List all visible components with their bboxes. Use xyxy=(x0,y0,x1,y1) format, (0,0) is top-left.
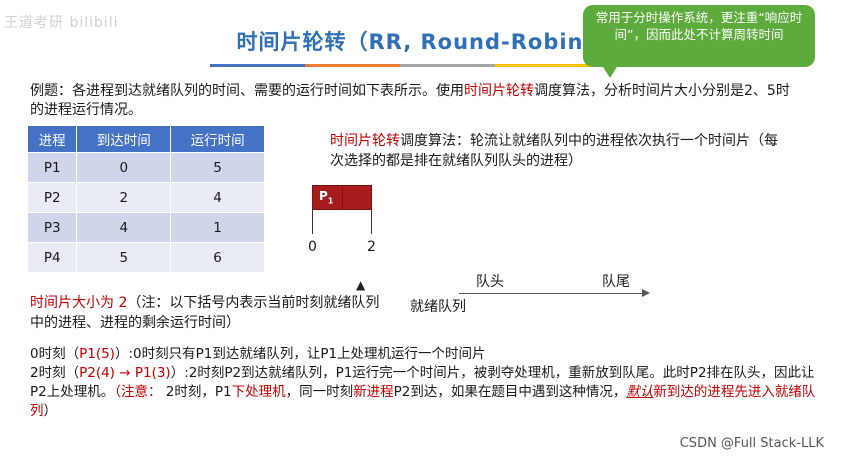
queue-head-label: 队头 xyxy=(476,274,504,290)
mouse-cursor-icon: ▲ xyxy=(356,278,366,292)
table-header: 到达时间 xyxy=(76,125,172,153)
gantt-block-p1: P1 xyxy=(312,185,344,210)
table-row: P1 0 5 xyxy=(26,152,265,183)
table-header-row: 进程 到达时间 运行时间 xyxy=(26,125,265,153)
table-cell: 2 xyxy=(76,182,172,213)
table-cell: P4 xyxy=(26,242,78,273)
event-time-2: 2时刻（P2(4) → P1(3)）:2时刻P2到达就绪队列，P1运行完一个时间… xyxy=(30,364,820,421)
algorithm-text: 调度算法：轮流让就绪队列中的进程依次执行一个时间片（每次选择的都是排在就绪队列队… xyxy=(330,133,778,169)
note-text: P2到达，如果在题目中遇到这种情况， xyxy=(393,384,627,400)
note-bubble-text: 常用于分时操作系统，更注重“响应时间”，因而此处不计算周转时间 xyxy=(595,10,803,42)
table-row: P4 5 6 xyxy=(26,242,265,273)
event-queue: P1(5) xyxy=(79,346,115,362)
credit-watermark: CSDN @Full Stack-LLK xyxy=(679,436,824,451)
note-emphasis: 默认 xyxy=(626,384,654,400)
note-text: ） xyxy=(43,403,58,419)
note-label: （注意： xyxy=(114,384,162,400)
table-cell: P3 xyxy=(26,212,78,243)
note-text: ，同一时刻 xyxy=(285,384,354,400)
gantt-label: P1 xyxy=(319,189,333,205)
watermark: 王道考研 bilibili xyxy=(4,15,119,31)
table-row: P3 4 1 xyxy=(26,212,265,243)
algorithm-description: 时间片轮转调度算法：轮流让就绪队列中的进程依次执行一个时间片（每次选择的都是排在… xyxy=(330,131,780,171)
slice-highlight: 时间片大小 xyxy=(30,295,100,311)
event-text: 0时刻（ xyxy=(30,346,80,362)
table-header: 运行时间 xyxy=(170,125,265,153)
intro-paragraph: 例题：各进程到达就绪队列的时间、需要的运行时间如下表所示。使用时间片轮转调度算法… xyxy=(30,82,800,120)
event-text: ）:2时刻P2到达就绪队列，P1运行完一个时间片，被剥夺处理机，重新放到队尾。此… xyxy=(30,365,815,400)
event-time-0: 0时刻（P1(5)）:0时刻只有P1到达就绪队列，让P1上处理机运行一个时间片 xyxy=(30,345,820,364)
note-highlight: 新到达的进程先进入就绪队列 xyxy=(30,384,816,419)
note-highlight: 新进程 xyxy=(353,384,394,400)
table-cell: P1 xyxy=(26,152,78,183)
intro-text-2: 调度算法，分析时间片大小分别是2、5时的进程运行情况。 xyxy=(30,83,790,118)
table-cell: 1 xyxy=(170,212,265,243)
time-slice-note: 时间片大小为 2（注：以下括号内表示当前时刻就绪队列中的进程、进程的剩余运行时间… xyxy=(30,293,390,333)
note-highlight: 下处理机 xyxy=(231,384,286,400)
slice-value: 为 2 xyxy=(100,295,128,311)
slice-note-text: （注：以下括号内表示当前时刻就绪队列中的进程、进程的剩余运行时间） xyxy=(30,295,380,331)
ready-queue-label: 就绪队列 xyxy=(410,299,466,315)
table-header: 进程 xyxy=(26,125,78,153)
intro-highlight: 时间片轮转 xyxy=(464,83,534,99)
intro-text: 例题：各进程到达就绪队列的时间、需要的运行时间如下表所示。使用 xyxy=(30,83,464,99)
gantt-tick xyxy=(371,209,372,234)
gantt-block-p1-second xyxy=(342,185,372,210)
algorithm-highlight: 时间片轮转 xyxy=(330,133,400,149)
table-row: P2 2 4 xyxy=(26,182,265,213)
gantt-tick xyxy=(312,209,313,234)
table-cell: 5 xyxy=(76,242,172,273)
event-text: 2时刻（ xyxy=(30,365,80,381)
table-cell: 4 xyxy=(76,212,172,243)
event-queue: P2(4) → P1(3) xyxy=(79,365,171,381)
table-cell: 6 xyxy=(170,242,265,273)
gantt-label-name: P xyxy=(319,189,328,203)
note-text: 2时刻，P1 xyxy=(161,384,232,400)
event-text: ）:0时刻只有P1到达就绪队列，让P1上处理机运行一个时间片 xyxy=(114,346,486,362)
process-table: 进程 到达时间 运行时间 P1 0 5 P2 2 4 P3 4 1 P4 5 6 xyxy=(26,125,265,273)
gantt-tick-label: 2 xyxy=(367,239,376,255)
note-bubble-tail xyxy=(600,62,620,78)
event-log: 0时刻（P1(5)）:0时刻只有P1到达就绪队列，让P1上处理机运行一个时间片 … xyxy=(30,345,820,421)
gantt-label-sub: 1 xyxy=(327,196,334,206)
gantt-tick-label: 0 xyxy=(308,239,317,255)
queue-arrow-line xyxy=(459,293,645,294)
queue-tail-label: 队尾 xyxy=(602,274,630,290)
table-cell: 0 xyxy=(76,152,172,183)
title-underline xyxy=(210,64,590,67)
page-title: 时间片轮转（RR, Round-Robin） xyxy=(236,30,606,54)
table-cell: P2 xyxy=(26,182,78,213)
table-cell: 5 xyxy=(170,152,265,183)
table-cell: 4 xyxy=(170,182,265,213)
queue-arrow-head-icon xyxy=(642,289,650,297)
note-bubble: 常用于分时操作系统，更注重“响应时间”，因而此处不计算周转时间 xyxy=(583,5,815,67)
